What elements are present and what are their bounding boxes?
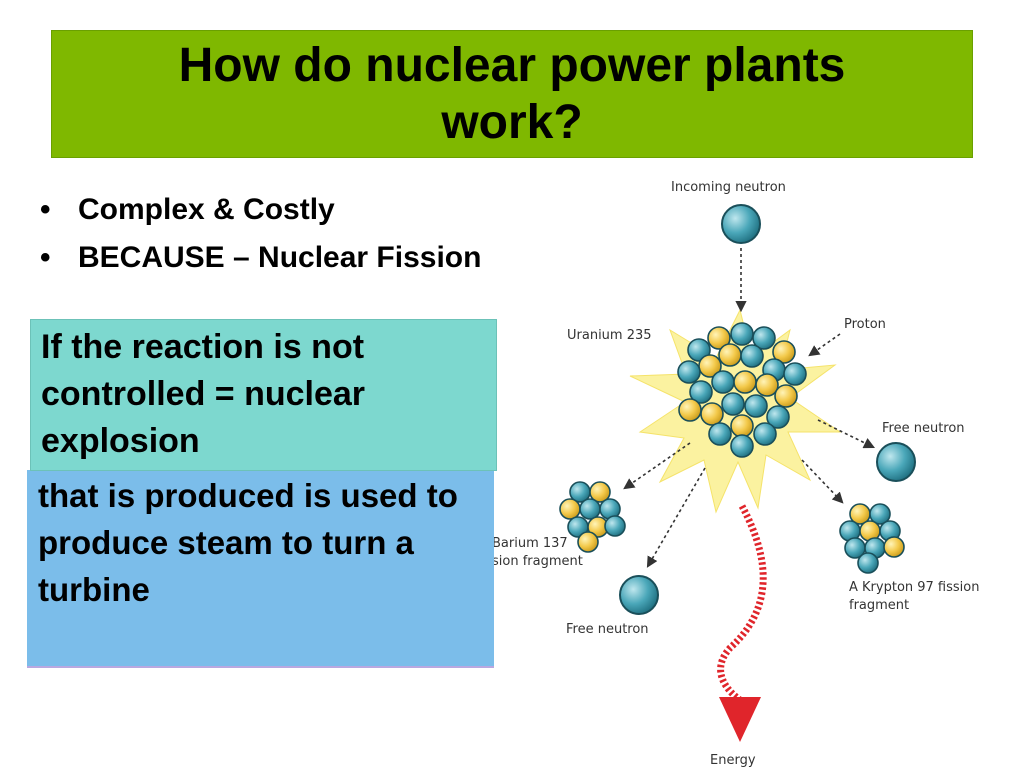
explosion-callout-box: If the reaction is not controlled = nucl… <box>30 319 497 471</box>
incoming-neutron-icon <box>721 204 761 244</box>
label-free-neutron-right: Free neutron <box>882 421 965 436</box>
bullet-list: • Complex & Costly • BECAUSE – Nuclear Fis… <box>36 186 481 282</box>
bullet-text: Complex & Costly <box>78 193 335 226</box>
bullet-dot-icon: • <box>40 241 51 274</box>
label-barium-fragment: sion fragment <box>492 554 583 569</box>
bullet-text: BECAUSE – Nuclear Fission <box>78 241 482 274</box>
label-barium-137: Barium 137 <box>492 536 568 551</box>
free-neutron-bottom-icon <box>619 575 659 615</box>
title-bar: How do nuclear power plants work? <box>51 30 973 158</box>
energy-arrowhead-icon <box>719 697 761 742</box>
arrow-krypton <box>801 459 844 504</box>
slide-title: How do nuclear power plants work? <box>178 39 846 149</box>
bullet-item: • BECAUSE – Nuclear Fission <box>36 234 481 282</box>
energy-wave-icon <box>717 504 767 703</box>
label-energy: Energy <box>710 753 756 768</box>
barium-fragment-icon <box>559 481 626 553</box>
uranium-nucleus-icon <box>677 322 807 458</box>
arrow-barium <box>623 442 691 490</box>
fission-diagram: Incoming neutron Uranium 235 Proton Free… <box>492 180 979 768</box>
label-uranium-235: Uranium 235 <box>567 328 652 343</box>
label-krypton-fragment: fragment <box>849 598 909 613</box>
free-neutron-right-icon <box>876 442 916 482</box>
label-incoming-neutron: Incoming neutron <box>671 180 786 195</box>
label-krypton-97: A Krypton 97 fission <box>849 580 979 595</box>
arrow-free-neutron-bottom <box>646 467 706 568</box>
arrow-proton <box>808 333 841 357</box>
krypton-fragment-icon <box>839 503 905 574</box>
steam-callout-box: that is produced is used to produce stea… <box>27 470 494 668</box>
steam-callout-text: that is produced is used to produce stea… <box>38 477 458 608</box>
bullet-item: • Complex & Costly <box>36 186 481 234</box>
bullet-dot-icon: • <box>40 193 51 226</box>
label-proton: Proton <box>844 317 886 332</box>
arrow-free-neutron-right <box>817 419 876 449</box>
label-free-neutron-bottom: Free neutron <box>566 622 649 637</box>
explosion-callout-text: If the reaction is not controlled = nucl… <box>41 328 366 460</box>
